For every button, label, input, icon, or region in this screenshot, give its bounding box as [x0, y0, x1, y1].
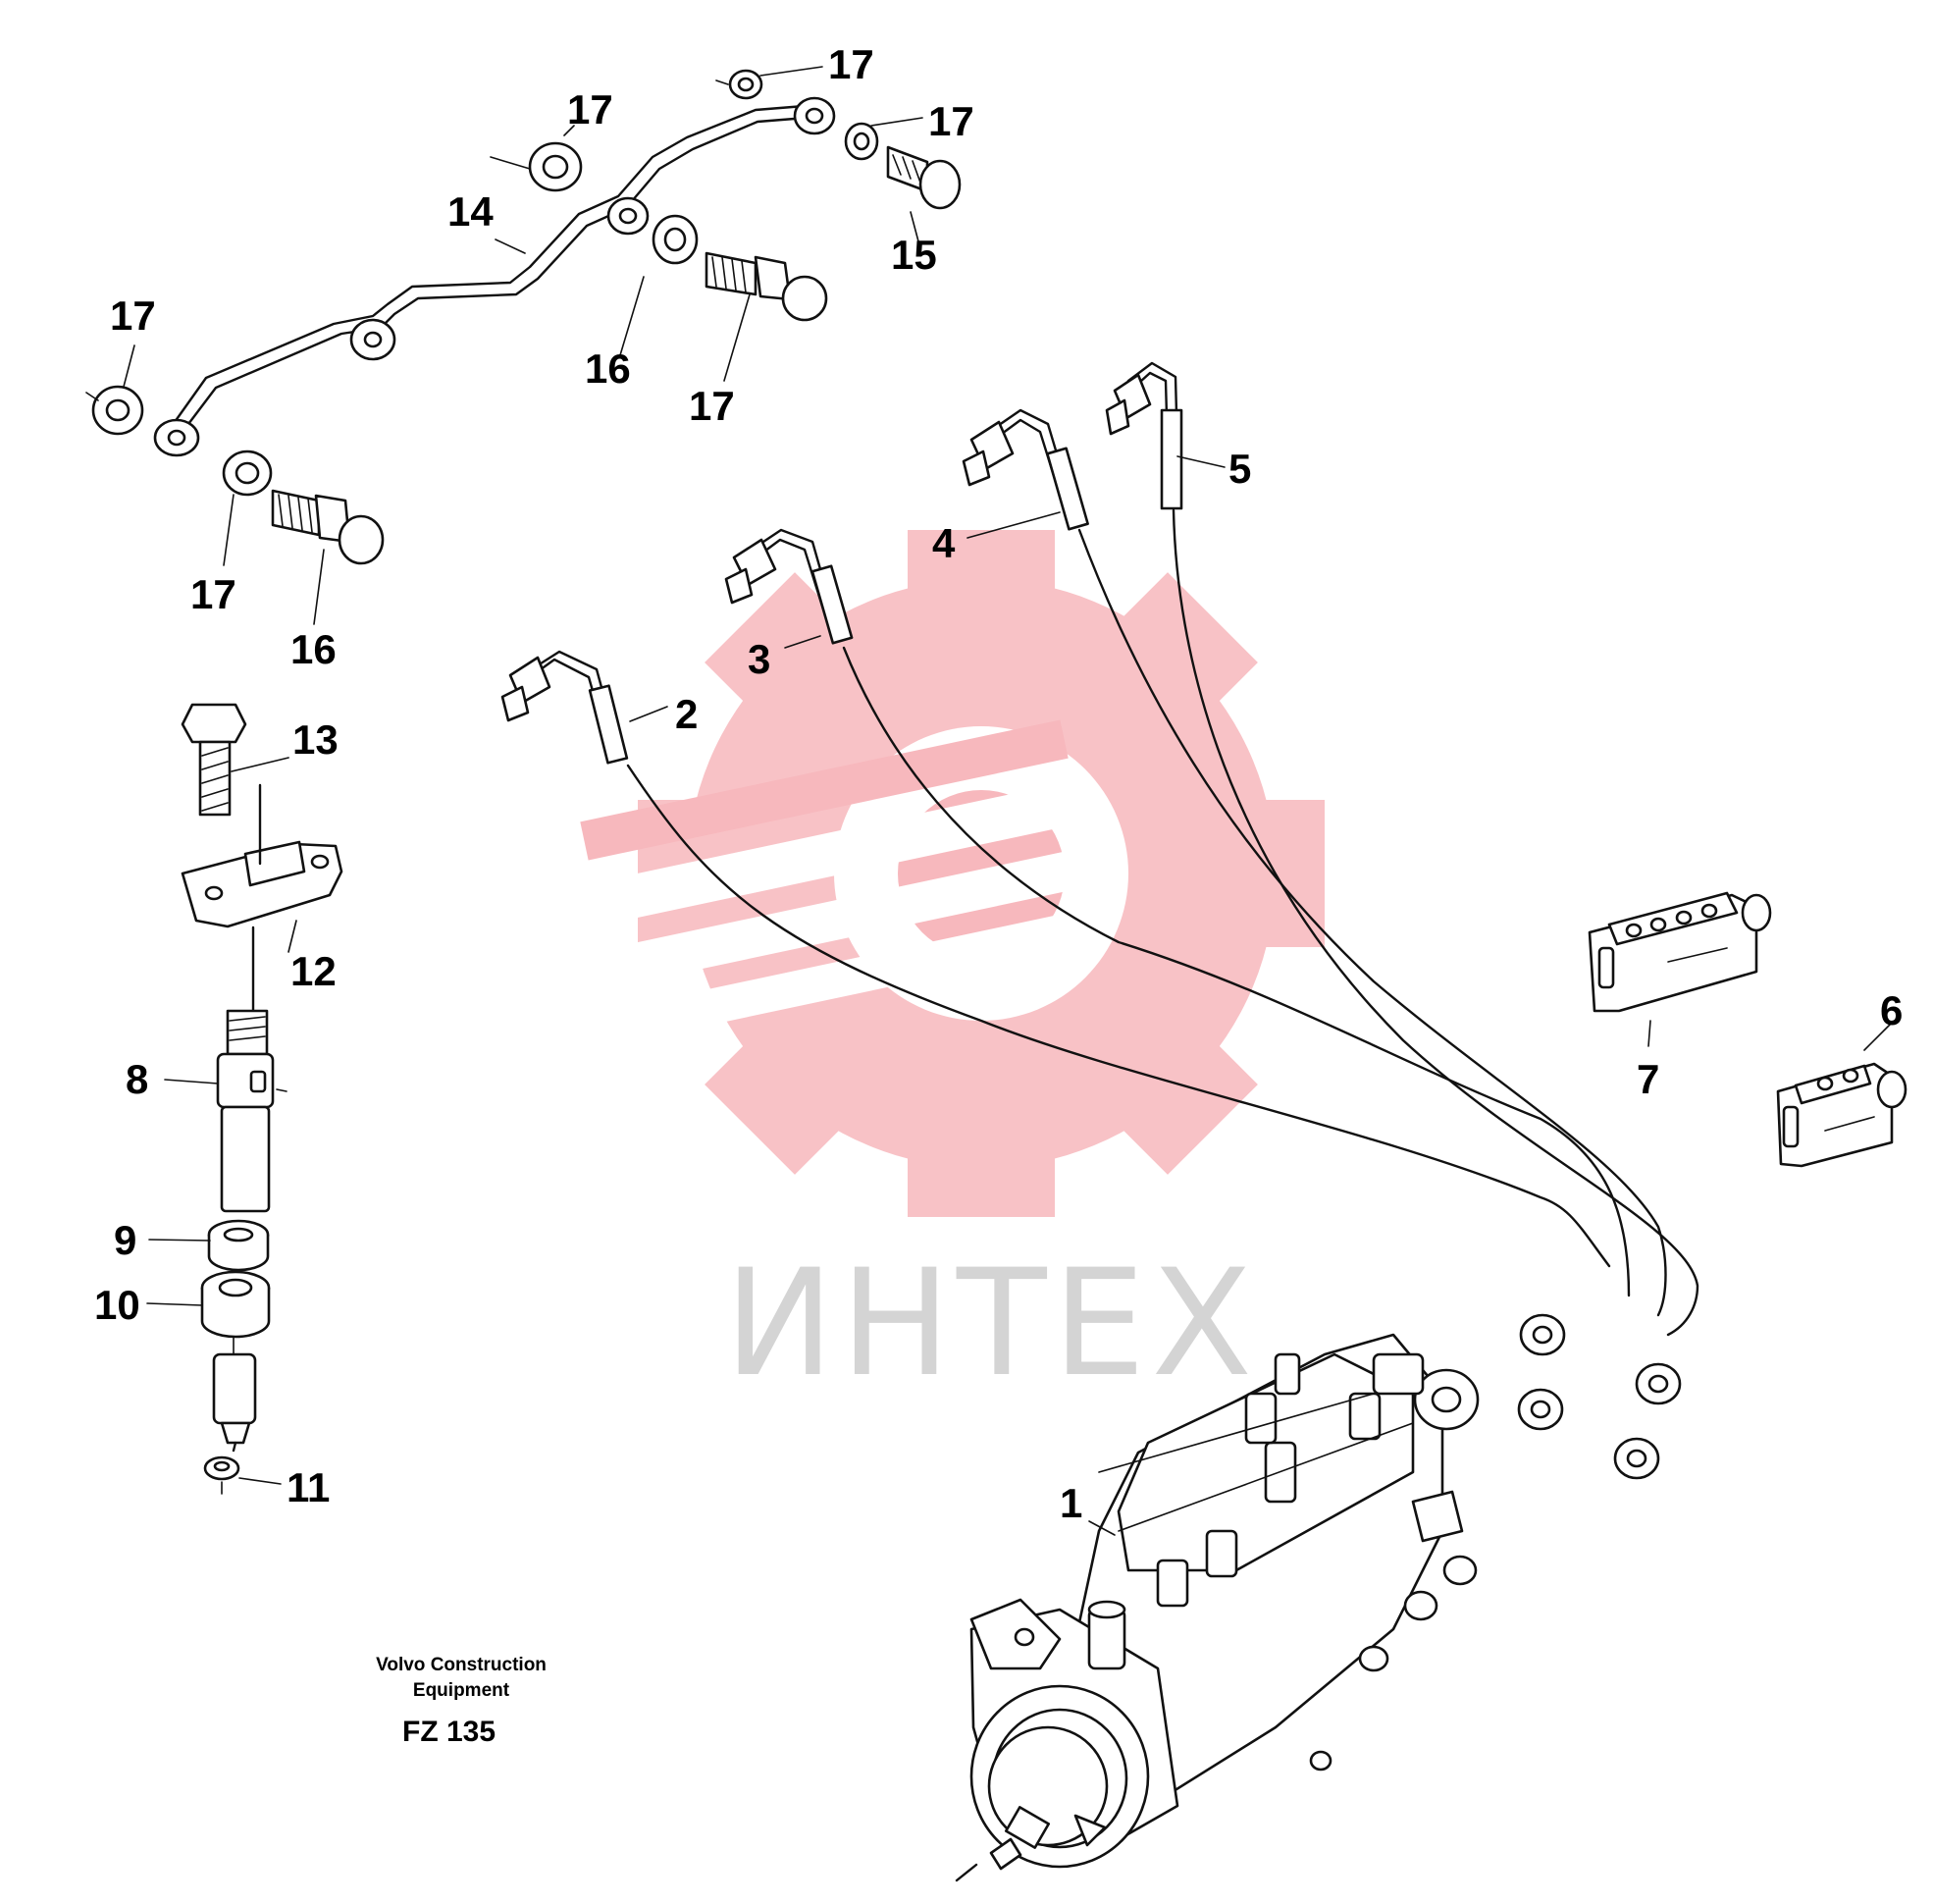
leak-off-pipe-assembly	[85, 69, 962, 565]
pipe-clamp-7	[1588, 891, 1772, 1013]
callout-10: 10	[94, 1282, 140, 1328]
callout-16: 17	[689, 383, 735, 429]
pipe-clamp-6	[1776, 1062, 1907, 1168]
callout-17: 17	[928, 98, 974, 144]
callout-17: 17	[110, 292, 156, 339]
callout-16: 16	[290, 626, 337, 672]
injection-pump	[955, 1333, 1480, 1882]
sealing-washer	[91, 69, 879, 497]
callout-5: 5	[1228, 446, 1251, 492]
heat-shield	[200, 1270, 271, 1339]
callout-11: 11	[287, 1464, 330, 1510]
callout-6: 6	[1880, 987, 1903, 1033]
caption-line-2: Equipment	[413, 1680, 510, 1701]
caption-line-1: Volvo Construction	[376, 1655, 547, 1675]
nozzle-washer	[203, 1455, 240, 1495]
delivery-pipes	[500, 361, 1699, 1480]
gear-stripes	[550, 719, 1128, 1045]
callouts: 17 17 17 14 15 17 16 17 17 16 13 12 8 9 …	[94, 41, 1903, 1526]
pipe-union-nuts	[1517, 1313, 1682, 1480]
callout-3: 3	[748, 636, 770, 682]
flange-bolt	[181, 703, 247, 817]
callout-12: 12	[290, 948, 337, 994]
callout-13: 13	[292, 716, 339, 763]
leak-off-pipe	[173, 104, 807, 424]
watermark-logo: ИНТЕХ	[550, 530, 1325, 1409]
callout-4: 4	[932, 520, 956, 566]
callout-17: 17	[828, 41, 874, 87]
callout-1: 1	[1060, 1480, 1082, 1526]
callout-14: 14	[447, 188, 494, 235]
injector-body	[216, 1009, 287, 1213]
clamp-bracket	[181, 783, 343, 1013]
spacer-ring	[207, 1219, 270, 1272]
connection-fitting	[271, 251, 828, 565]
callout-7: 7	[1637, 1056, 1659, 1102]
leader-lines	[123, 66, 1891, 1536]
delivery-pipe-3	[724, 528, 1631, 1297]
callout-8: 8	[126, 1056, 148, 1102]
callout-2: 2	[675, 691, 698, 737]
banjo-bolt	[886, 145, 962, 210]
injector-assembly	[181, 703, 343, 1495]
watermark-text: ИНТЕХ	[724, 1239, 1258, 1409]
nozzle	[212, 1336, 257, 1453]
callout-9: 9	[114, 1217, 136, 1263]
delivery-pipe-2	[500, 650, 1611, 1268]
callout-15: 15	[891, 232, 937, 278]
caption-block: Volvo Construction Equipment FZ 135	[376, 1655, 547, 1748]
callout-17: 16	[585, 345, 631, 392]
banjo-fitting	[153, 96, 836, 457]
delivery-pipe-5	[1105, 361, 1699, 1337]
callout-17: 17	[567, 86, 613, 132]
drawing-code: FZ 135	[402, 1716, 496, 1748]
callout-17: 17	[190, 571, 236, 617]
